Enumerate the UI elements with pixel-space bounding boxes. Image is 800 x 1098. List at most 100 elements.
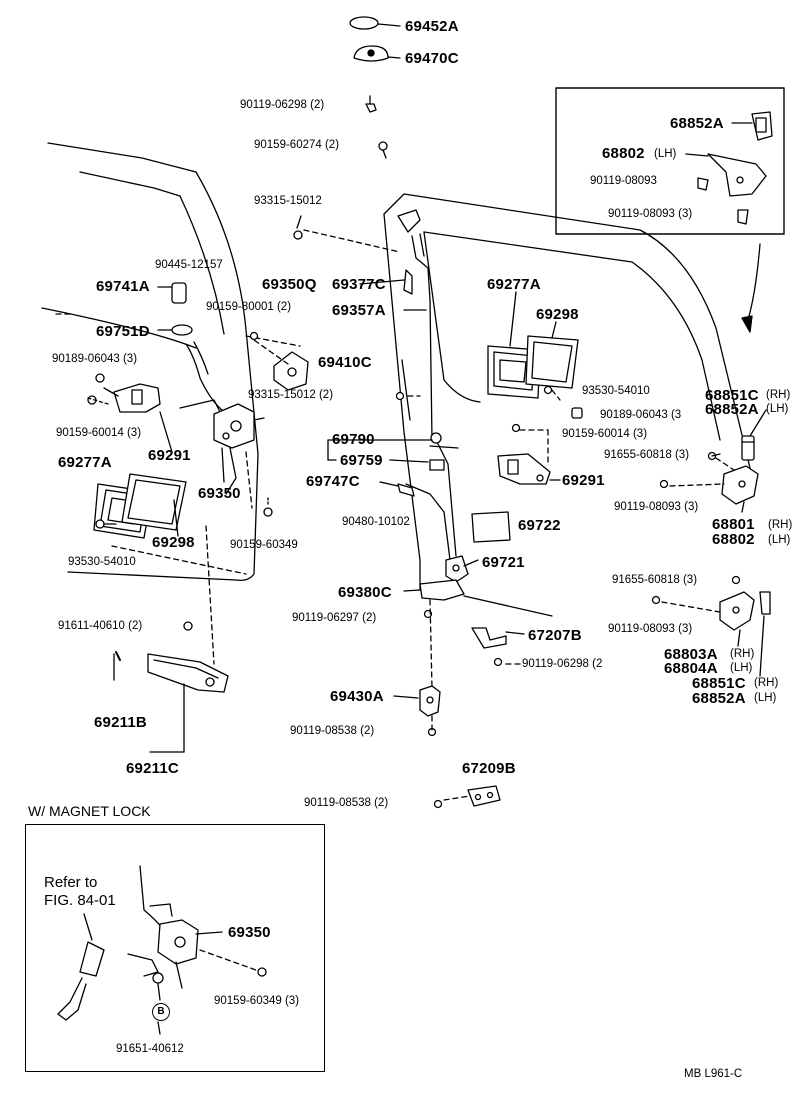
part-67207b-bracket	[471, 627, 507, 649]
label-90189-06043-center: 90189-06043 (3	[600, 409, 682, 421]
left-rod-assembly	[179, 341, 237, 495]
part-69211-outer-handle	[115, 651, 229, 693]
center-leader-lines	[327, 279, 561, 699]
label-69350-left: 69350	[198, 485, 241, 502]
label-69751d: 69751D	[96, 323, 150, 340]
label-69470c: 69470C	[405, 50, 459, 67]
label-90119-06298-top: 90119-06298 (2)	[240, 99, 325, 111]
label-69211b: 69211B	[94, 714, 147, 731]
part-68851c-stopper-upper	[741, 435, 755, 461]
box-screws-90119-08093	[697, 177, 749, 225]
label-69759: 69759	[340, 452, 383, 469]
part-69430a-striker	[419, 685, 441, 717]
right-inset-box	[555, 87, 785, 235]
label-69298-center: 69298	[536, 306, 579, 323]
part-69410c-bracket	[249, 331, 309, 391]
b-marker-circle: B	[152, 1003, 170, 1021]
screw-90159-60349-left	[263, 497, 273, 517]
label-69350-inset: 69350	[228, 924, 271, 941]
label-68802-box: 68802	[602, 145, 645, 162]
label-90159-80001: 90159-80001 (2)	[206, 301, 292, 313]
label-lh-68804a: (LH)	[730, 662, 753, 674]
label-69291-left: 69291	[148, 447, 191, 464]
label-68802-right: 68802	[712, 531, 755, 548]
label-69377c: 69377C	[332, 276, 386, 293]
right-leader-lines	[711, 409, 767, 677]
label-68851c-lower: 68851C	[692, 675, 746, 692]
refer-text-line1: Refer to	[44, 874, 98, 891]
part-69747c-cable	[379, 481, 415, 497]
part-67209b-plate	[467, 785, 501, 807]
label-lh-68802: (LH)	[768, 534, 791, 546]
label-rh-68801: (RH)	[768, 519, 793, 531]
box-part-68852a	[731, 111, 773, 141]
part-68851c-stopper-lower	[759, 591, 771, 615]
part-69298-bezel-center	[525, 335, 579, 389]
label-68852a-upper: 68852A	[705, 401, 759, 418]
screw-91611-40610	[183, 621, 193, 631]
label-91655-60818-upper: 91655-60818 (3)	[604, 449, 690, 461]
label-69298-left: 69298	[152, 534, 195, 551]
screw-93530-54010-left	[95, 519, 117, 529]
part-69759-clip	[429, 459, 445, 471]
cap-part-69452a	[349, 16, 401, 30]
part-69291-bellcrank-left	[103, 383, 161, 413]
label-69211c: 69211C	[126, 760, 179, 777]
label-90159-60349-3: 90159-60349 (3)	[214, 995, 300, 1007]
label-93530-54010-center: 93530-54010	[582, 385, 650, 397]
label-69277a-center: 69277A	[487, 276, 541, 293]
part-69298-bezel-left	[121, 473, 187, 531]
label-69741a: 69741A	[96, 278, 150, 295]
screw-93315-15012-top	[293, 215, 303, 240]
label-69452a: 69452A	[405, 18, 459, 35]
part-69741a-clip	[157, 282, 187, 304]
label-rh-lower: (RH)	[754, 677, 779, 689]
label-69722: 69722	[518, 517, 561, 534]
label-90119-08093: 90119-08093	[590, 175, 657, 187]
label-93315-15012-2: 93315-15012 (2)	[248, 389, 334, 401]
center-dashed-guides	[253, 229, 561, 801]
part-69350-lock-left	[213, 403, 265, 449]
label-90189-06043-left: 90189-06043 (3)	[52, 353, 138, 365]
label-90119-08538-low: 90119-08538 (2)	[304, 797, 389, 809]
part-69291-bellcrank-center	[497, 453, 551, 485]
label-90445-12157: 90445-12157	[155, 259, 223, 271]
label-90159-60014-center: 90159-60014 (3)	[562, 428, 648, 440]
part-69790-rod-end	[429, 432, 459, 449]
cover-part-69470c	[353, 45, 401, 62]
center-door-frame	[383, 193, 751, 591]
label-91611-40610: 91611-40610 (2)	[58, 620, 143, 632]
label-91651-40612: 91651-40612	[116, 1043, 184, 1055]
part-69380c-lock-base	[419, 579, 553, 617]
label-68852a-lower: 68852A	[692, 690, 746, 707]
label-lh-box: (LH)	[654, 148, 677, 160]
label-67209b: 67209B	[462, 760, 516, 777]
label-lh-lower: (LH)	[754, 692, 777, 704]
label-69277a-left: 69277A	[58, 454, 112, 471]
label-90480-10102: 90480-10102	[342, 516, 410, 528]
box-part-68802-hinge	[685, 153, 767, 197]
label-90159-60014-left: 90159-60014 (3)	[56, 427, 142, 439]
magnet-lock-inset-frame	[25, 824, 325, 1072]
label-90119-08093-lower: 90119-08093 (3)	[608, 623, 693, 635]
screw-90189-06043-left	[95, 373, 105, 383]
screw-90119-06298-top	[365, 95, 377, 113]
part-69722-pad	[471, 511, 511, 543]
label-90159-60349: 90159-60349	[230, 539, 298, 551]
left-door-outline	[41, 142, 259, 582]
label-69747c: 69747C	[306, 473, 360, 490]
label-69291-center: 69291	[562, 472, 605, 489]
label-67207b: 67207B	[528, 627, 582, 644]
label-68851c-upper: 68851C	[705, 387, 759, 404]
label-68804a: 68804A	[664, 660, 718, 677]
label-69350q: 69350Q	[262, 276, 317, 293]
box-arrow	[741, 243, 761, 333]
part-68803a-hinge-lower	[651, 575, 755, 631]
right-dashed-guides	[661, 457, 735, 613]
label-68852a-box: 68852A	[670, 115, 724, 132]
center-small-screws	[395, 385, 583, 809]
label-90119-06297: 90119-06297 (2)	[292, 612, 377, 624]
part-68801-hinge-upper	[659, 451, 759, 505]
label-69790: 69790	[332, 431, 375, 448]
